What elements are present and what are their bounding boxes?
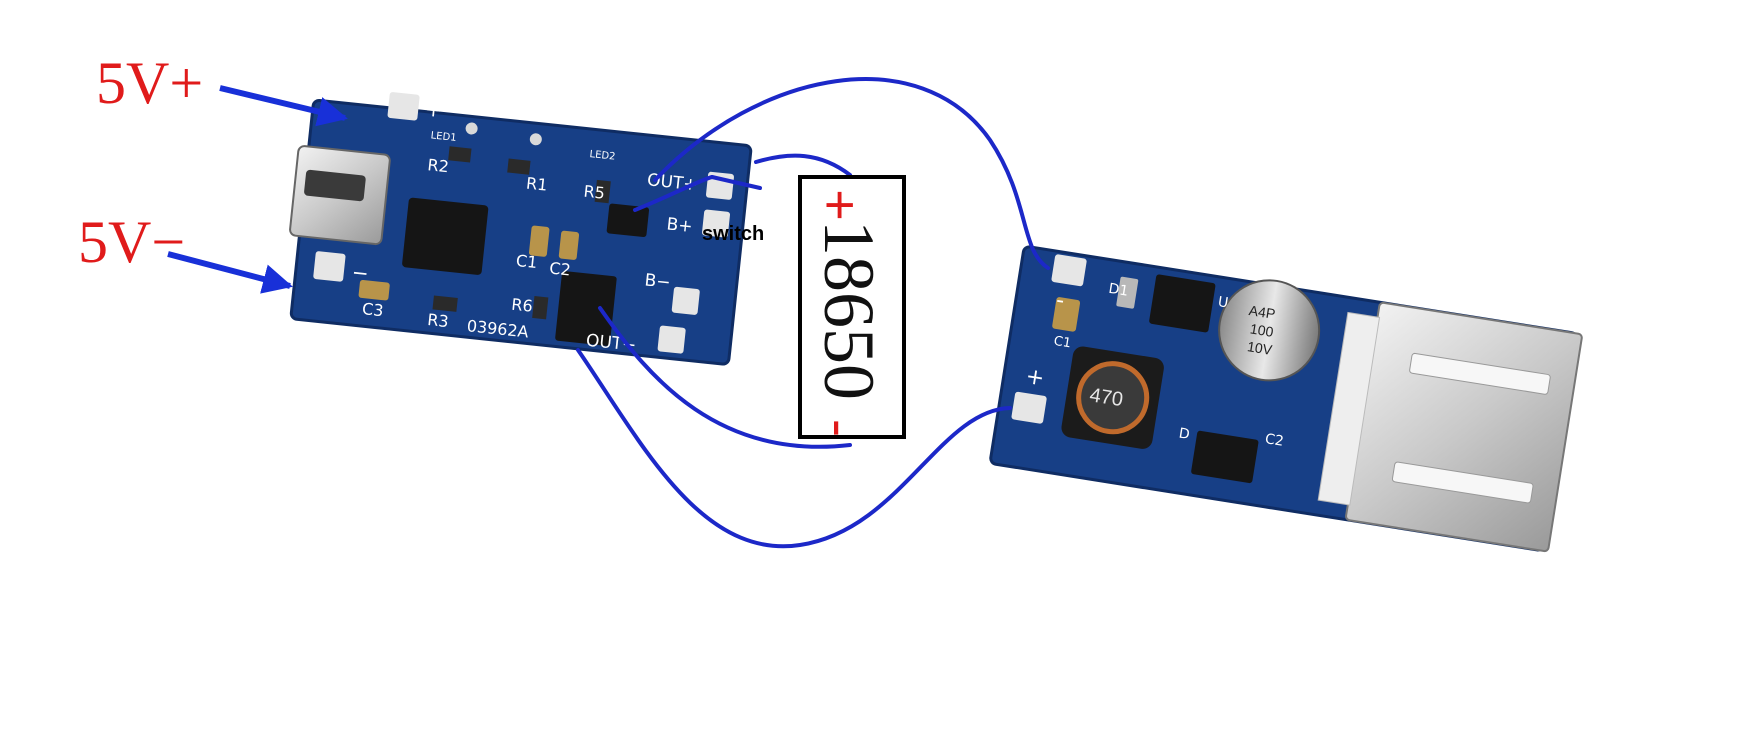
charger-board: + − OUT+ B+ B− OUT− LED1 LED2 R2 R1 R5 C… [289, 92, 753, 366]
silk-r3: R3 [426, 310, 449, 331]
label-5v-plus: 5V+ [96, 50, 203, 116]
diode-d1 [1116, 276, 1139, 309]
battery-plus-mark: + [810, 189, 870, 221]
silk-boost-minus: - [1054, 288, 1066, 314]
electrolytic-capacitor: A4P 100 10V [1218, 279, 1321, 382]
resistor-r1 [507, 158, 531, 175]
capacitor-c2 [558, 230, 580, 260]
silk-r1: R1 [525, 174, 548, 195]
silk-u: U [1217, 294, 1230, 311]
pad-b-minus [671, 286, 700, 315]
silk-c1-boost: C1 [1053, 334, 1072, 352]
boost-ic [1149, 274, 1216, 333]
schottky-diode [1191, 430, 1259, 484]
resistor-r2 [448, 146, 472, 163]
pad-boost-minus [1051, 254, 1087, 287]
resistor-r6 [532, 295, 549, 320]
label-5v-minus: 5V− [78, 209, 185, 275]
protection-ic [555, 271, 617, 346]
silk-led2: LED2 [589, 149, 616, 163]
resistor-r5 [594, 179, 611, 204]
capacitor-c1-boost [1052, 297, 1081, 332]
wire-out-minus-to-boost [576, 348, 1012, 549]
silk-r2: R2 [427, 155, 450, 176]
inductor-mark: 470 [1088, 384, 1124, 411]
wire-b-plus-to-switch [633, 175, 714, 212]
silk-b-minus: B− [644, 270, 672, 293]
micro-usb-connector [289, 145, 391, 246]
silk-out-minus: OUT− [585, 331, 637, 356]
silk-d1: D1 [1107, 281, 1129, 300]
inductor: 470 [1061, 346, 1164, 449]
silk-r6: R6 [510, 295, 533, 316]
usb-a-port [1317, 301, 1583, 553]
pad-out-minus [657, 325, 686, 354]
led1 [465, 122, 478, 135]
cap-line2: 100 [1249, 320, 1275, 339]
silk-r5: R5 [583, 182, 606, 203]
cap-line3: 10V [1246, 338, 1274, 358]
boost-board: A4P 100 10V 470 - + D1 U C1 D C2 [989, 245, 1583, 553]
silk-c3: C3 [361, 299, 384, 320]
silk-in-minus: − [351, 260, 370, 286]
silk-in-plus: + [424, 97, 443, 123]
battery-18650: 18650 + - [798, 175, 906, 439]
cap-line1: A4P [1248, 302, 1277, 322]
pad-boost-plus [1011, 391, 1047, 424]
pad-input-plus [387, 92, 420, 121]
pad-b-plus [702, 209, 730, 238]
arrow-5v-minus [167, 251, 293, 294]
arrow-5v-plus [219, 85, 348, 127]
mosfet-chip [606, 203, 650, 238]
charger-ic [402, 197, 489, 275]
capacitor-c1 [528, 225, 550, 257]
silk-c1: C1 [515, 251, 538, 272]
battery-name: 18650 [809, 220, 889, 400]
silk-led1: LED1 [430, 130, 457, 144]
wire-out-plus-to-boost [653, 77, 1050, 270]
silk-c2-boost: C2 [1264, 431, 1285, 450]
resistor-r3 [432, 295, 458, 312]
label-switch: switch [702, 223, 764, 245]
wire-b-minus-to-battery [598, 306, 852, 449]
wire-switch-to-battery [754, 153, 852, 177]
switch-lever [710, 175, 762, 190]
led2 [529, 133, 542, 146]
pad-input-minus [313, 251, 346, 282]
capacitor-c3 [358, 279, 390, 301]
silk-boost-plus: + [1024, 364, 1046, 392]
battery-box [798, 175, 906, 439]
wires [576, 77, 1050, 549]
silk-b-plus: B+ [666, 214, 694, 237]
silk-d: D [1178, 426, 1191, 443]
battery-minus-mark: - [810, 419, 870, 437]
silk-c2: C2 [548, 258, 571, 279]
